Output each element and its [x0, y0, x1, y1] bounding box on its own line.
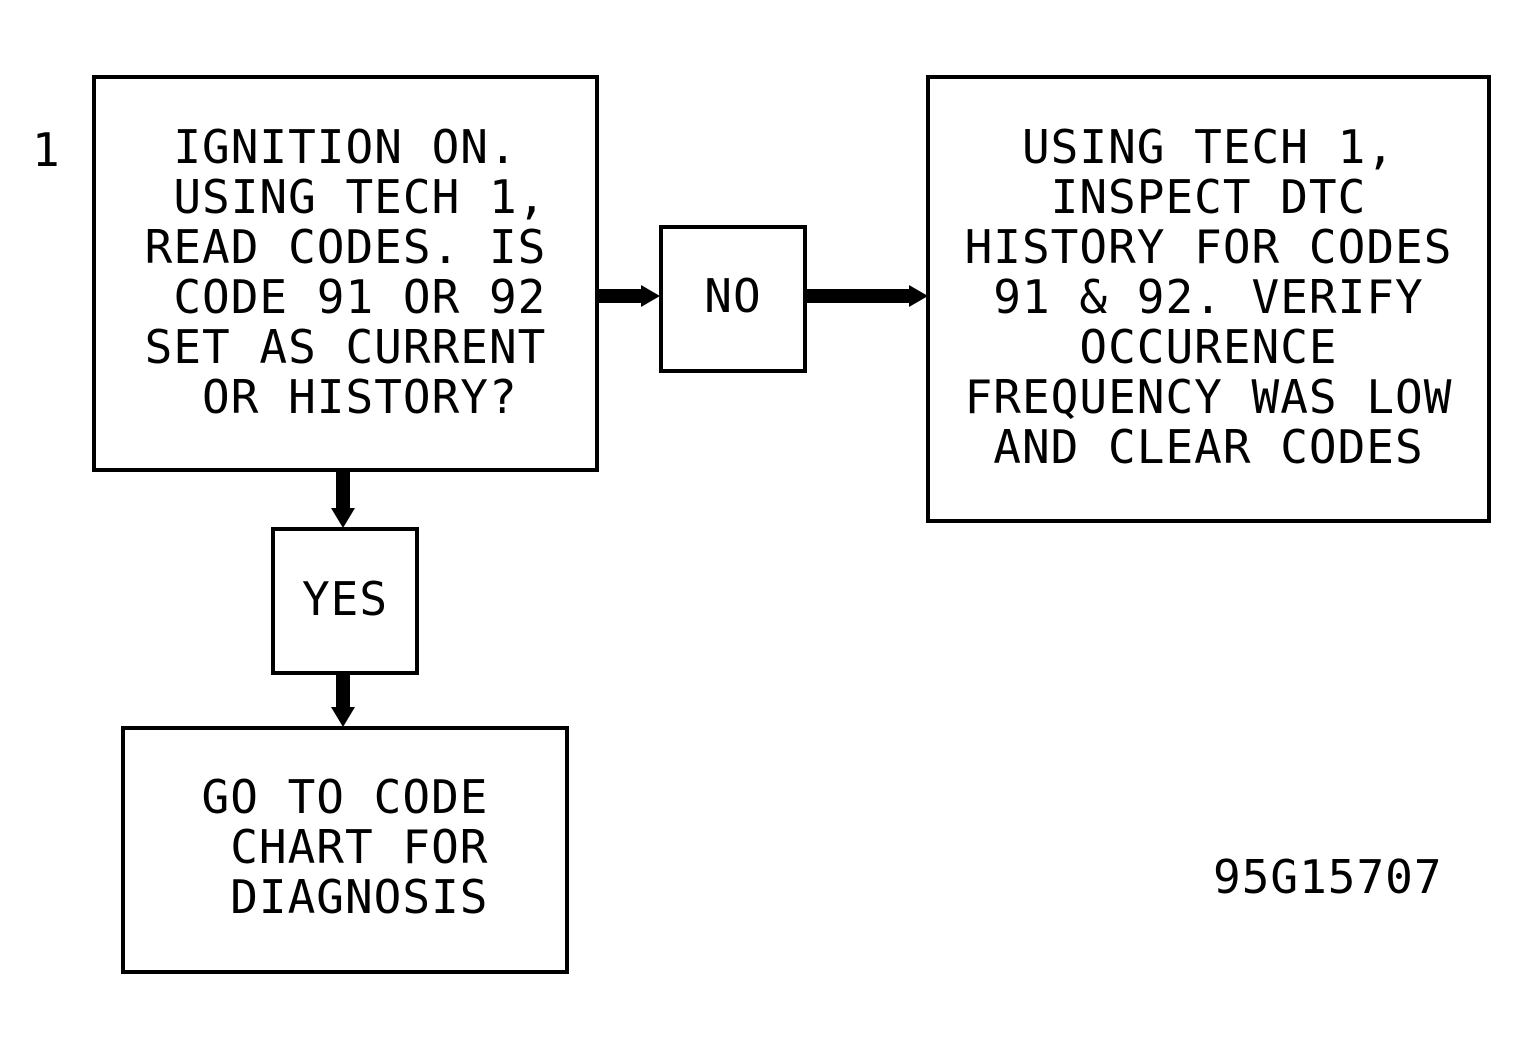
step-number: 1	[32, 123, 60, 177]
no-box	[659, 225, 807, 373]
question-box	[92, 75, 599, 472]
no-action-text: USING TECH 1, INSPECT DTC HISTORY FOR CO…	[964, 120, 1453, 474]
yes-label: YES	[301, 572, 389, 626]
yes-box	[271, 527, 419, 675]
no-label: NO	[704, 269, 762, 323]
arrow-question-to-no	[597, 285, 660, 307]
figure-id: 95G15707	[1213, 850, 1443, 904]
no-action-box	[926, 75, 1491, 523]
arrow-question-to-yes	[331, 470, 355, 528]
code-chart-text: GO TO CODE CHART FOR DIAGNOSIS	[201, 770, 489, 924]
question-text: IGNITION ON. USING TECH 1, READ CODES. I…	[144, 120, 547, 424]
arrow-no-to-action	[805, 285, 928, 307]
arrow-yes-to-chart	[331, 673, 355, 727]
code-chart-box	[121, 726, 569, 974]
